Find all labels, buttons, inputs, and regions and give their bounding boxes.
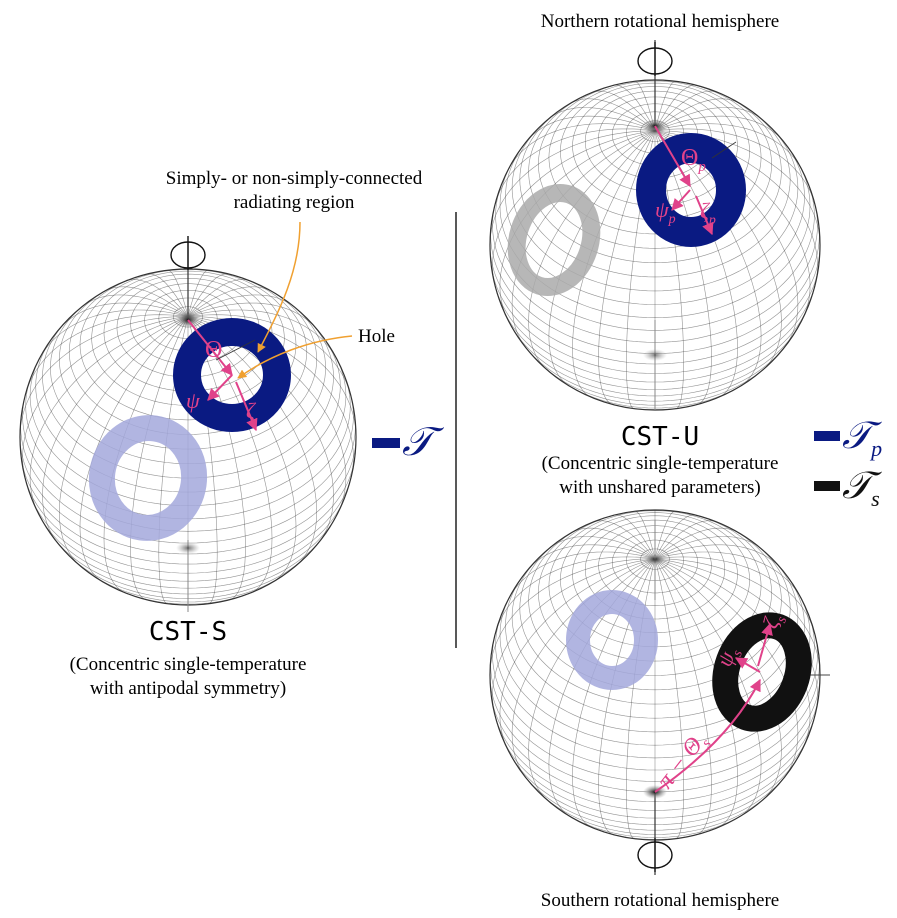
legend-swatch-Tp bbox=[814, 431, 840, 441]
antipodal-ring-bottom-right bbox=[566, 590, 658, 690]
legend-Tp-symbol: 𝒯p bbox=[842, 415, 882, 461]
south-hemisphere-title: Southern rotational hemisphere bbox=[541, 890, 780, 911]
zeta-symbol-left: ζ bbox=[246, 398, 257, 423]
theta-p-arrow bbox=[654, 125, 691, 188]
radiating-ring-top-right bbox=[636, 133, 746, 247]
psi-p-symbol: ψp bbox=[655, 197, 676, 227]
cst-s-desc-line1: (Concentric single-temperature bbox=[70, 654, 307, 675]
radiating-label-line1: Simply- or non-simply-connected bbox=[166, 168, 423, 189]
cst-s-desc-line2: with antipodal symmetry) bbox=[90, 678, 286, 699]
pi-minus-theta-s-arrow bbox=[654, 678, 761, 793]
rotation-arrow-icon-top-right bbox=[637, 42, 673, 76]
south-pole-top-right bbox=[643, 349, 667, 361]
theta-symbol-left: Θ bbox=[205, 337, 222, 363]
antipodal-ring-left bbox=[88, 415, 208, 541]
cst-s-name: CST-S bbox=[149, 617, 227, 647]
rotation-arrow-icon-left bbox=[170, 236, 206, 270]
zeta-p-arrow bbox=[695, 195, 714, 236]
legend-Ts-symbol: 𝒯s bbox=[842, 465, 882, 511]
hole-callout-line bbox=[237, 335, 353, 379]
theta-arrow-left bbox=[187, 319, 233, 376]
rotation-arrow-icon-bottom-right bbox=[637, 838, 673, 872]
legend-swatch-Ts bbox=[814, 481, 840, 491]
radiating-callout-line bbox=[257, 221, 301, 353]
radiating-ring-bottom-right bbox=[712, 612, 812, 732]
legend-swatch-T bbox=[372, 438, 400, 448]
gray-ring-top-right bbox=[507, 184, 601, 296]
sphere-cst-s: Θ ψ ζ bbox=[19, 236, 357, 612]
cst-u-name: CST-U bbox=[621, 422, 699, 452]
cst-u-desc-line2: with unshared parameters) bbox=[559, 477, 761, 498]
north-pole-bottom-right bbox=[643, 554, 667, 566]
hole-label: Hole bbox=[358, 326, 395, 347]
radiating-label-line2: radiating region bbox=[234, 192, 355, 213]
zeta-s-arrow bbox=[757, 622, 773, 667]
psi-s-symbol: ψs bbox=[711, 643, 746, 672]
legend-T-symbol: 𝒯 bbox=[402, 419, 445, 464]
cst-u-desc-line1: (Concentric single-temperature bbox=[542, 453, 779, 474]
psi-symbol-left: ψ bbox=[186, 388, 200, 413]
psi-p-arrow bbox=[671, 189, 691, 211]
zeta-arrow-left bbox=[235, 381, 258, 432]
psi-s-arrow bbox=[734, 657, 761, 673]
psi-arrow-left bbox=[207, 374, 233, 401]
theta-p-symbol: Θp bbox=[681, 145, 706, 175]
north-hemisphere-title: Northern rotational hemisphere bbox=[541, 11, 779, 32]
radiating-ring-left bbox=[173, 318, 291, 432]
zeta-p-symbol: ζp bbox=[700, 198, 716, 228]
sphere-cst-u-north: Θp ψp ζp bbox=[489, 40, 821, 411]
south-pole-left bbox=[176, 542, 200, 554]
sphere-cst-u-south: π − Θs ψs ζs bbox=[489, 509, 830, 875]
